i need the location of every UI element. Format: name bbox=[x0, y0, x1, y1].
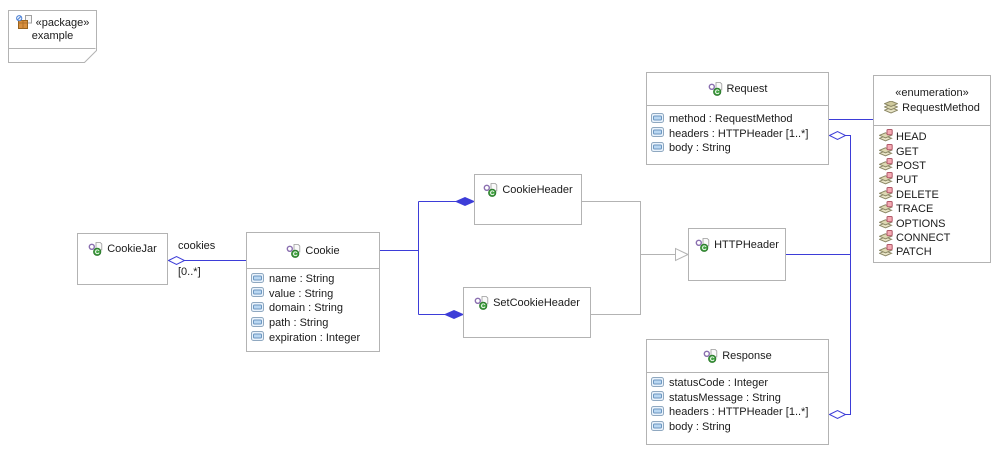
class-icon: C bbox=[286, 243, 301, 258]
attribute-icon bbox=[251, 301, 264, 315]
enumeration-icon bbox=[884, 101, 899, 114]
svg-text:C: C bbox=[710, 356, 715, 363]
class-icon: C bbox=[474, 296, 489, 310]
hollow-triangle-icon bbox=[675, 247, 690, 262]
enum-literal-icon bbox=[878, 129, 893, 145]
attribute-icon bbox=[651, 127, 664, 140]
attribute-row[interactable]: path : String bbox=[251, 316, 379, 331]
attribute-row[interactable]: method : RequestMethod bbox=[651, 112, 828, 127]
enum-literal-row[interactable]: CONNECT bbox=[878, 229, 990, 246]
class-name: Cookie bbox=[305, 244, 340, 257]
enum-literal-row[interactable]: DELETE bbox=[878, 186, 990, 203]
association-response-headers[interactable] bbox=[828, 254, 851, 420]
enumeration-name: RequestMethod bbox=[902, 101, 980, 114]
enum-literal-row[interactable]: HEAD bbox=[878, 129, 990, 145]
enum-literal-icon bbox=[878, 143, 893, 160]
attribute-icon bbox=[651, 112, 664, 126]
svg-text:C: C bbox=[481, 303, 486, 310]
class-name: HTTPHeader bbox=[714, 239, 779, 251]
class-icon: C bbox=[695, 238, 710, 252]
class-cookiejar[interactable]: C CookieJar bbox=[77, 233, 168, 285]
enumeration-requestmethod[interactable]: «enumeration» RequestMethod HEAD G bbox=[873, 75, 991, 263]
class-setcookieheader[interactable]: C SetCookieHeader bbox=[463, 287, 591, 338]
attribute-row[interactable]: body : String bbox=[651, 141, 828, 156]
svg-text:C: C bbox=[490, 190, 495, 197]
enum-literal-icon bbox=[878, 186, 893, 203]
class-name: CookieJar bbox=[107, 243, 157, 255]
class-httpheader[interactable]: C HTTPHeader bbox=[688, 228, 786, 281]
association-cookiejar-cookie[interactable] bbox=[167, 255, 247, 266]
enum-literal-row[interactable]: PUT bbox=[878, 172, 990, 188]
svg-text:C: C bbox=[293, 251, 298, 258]
attribute-row[interactable]: headers : HTTPHeader [1..*] bbox=[651, 405, 828, 420]
enum-literal-icon bbox=[878, 201, 893, 217]
enum-literal-row[interactable]: GET bbox=[878, 143, 990, 160]
filled-diamond-icon bbox=[443, 309, 465, 320]
class-icon: C bbox=[483, 183, 498, 197]
filled-diamond-icon bbox=[454, 196, 476, 207]
composition-cookie-setcookieheader[interactable] bbox=[418, 309, 465, 320]
class-cookie[interactable]: C Cookie name : String value : String do… bbox=[246, 232, 380, 352]
class-response[interactable]: C Response statusCode : Integer statusMe… bbox=[646, 339, 829, 445]
enum-literal-icon bbox=[878, 172, 893, 188]
package-icon bbox=[15, 14, 33, 32]
generalization-setcookieheader-httpheader[interactable] bbox=[591, 254, 641, 315]
attribute-icon bbox=[651, 376, 664, 390]
attribute-icon bbox=[251, 272, 264, 286]
attribute-row[interactable]: statusMessage : String bbox=[651, 391, 828, 406]
class-icon: C bbox=[708, 82, 723, 96]
attribute-row[interactable]: value : String bbox=[251, 287, 379, 302]
attribute-row[interactable]: expiration : Integer bbox=[251, 330, 379, 345]
association-request-headers[interactable] bbox=[828, 130, 851, 255]
attribute-icon bbox=[651, 405, 664, 419]
svg-text:C: C bbox=[702, 245, 707, 252]
package-example[interactable]: «package» example bbox=[8, 10, 97, 42]
enum-literal-icon bbox=[878, 229, 893, 246]
enum-literal-row[interactable]: PATCH bbox=[878, 244, 990, 260]
composition-cookie-cookieheader[interactable] bbox=[380, 196, 476, 315]
attribute-icon bbox=[251, 287, 264, 300]
enum-literal-icon bbox=[878, 215, 893, 232]
open-diamond-icon bbox=[167, 255, 186, 266]
package-stereotype: «package» bbox=[35, 17, 90, 29]
package-name: example bbox=[31, 30, 74, 42]
attribute-icon bbox=[251, 316, 264, 330]
enum-literal-row[interactable]: OPTIONS bbox=[878, 215, 990, 232]
open-diamond-icon bbox=[828, 130, 847, 141]
enum-literal-icon bbox=[878, 244, 893, 260]
attribute-row[interactable]: domain : String bbox=[251, 301, 379, 316]
class-icon: C bbox=[703, 349, 718, 363]
attribute-row[interactable]: statusCode : Integer bbox=[651, 376, 828, 391]
generalization-cookieheader-httpheader[interactable] bbox=[582, 201, 641, 255]
enumeration-stereotype: «enumeration» bbox=[895, 87, 969, 99]
class-cookieheader[interactable]: C CookieHeader bbox=[474, 174, 582, 225]
open-diamond-icon bbox=[828, 409, 847, 420]
attribute-icon bbox=[651, 141, 664, 155]
attribute-row[interactable]: body : String bbox=[651, 420, 828, 435]
association-role-label[interactable]: cookies bbox=[178, 240, 216, 252]
enum-literal-icon bbox=[878, 157, 893, 174]
svg-text:C: C bbox=[95, 249, 100, 256]
attribute-icon bbox=[651, 420, 664, 434]
association-multiplicity-label[interactable]: [0..*] bbox=[178, 266, 201, 278]
class-name: Request bbox=[726, 83, 768, 95]
generalization-arrow[interactable] bbox=[640, 247, 690, 262]
class-name: CookieHeader bbox=[502, 184, 573, 196]
attribute-icon bbox=[251, 331, 264, 344]
class-name: Response bbox=[722, 350, 772, 362]
class-icon: C bbox=[88, 242, 103, 256]
class-name: SetCookieHeader bbox=[493, 297, 580, 309]
attribute-row[interactable]: name : String bbox=[251, 272, 379, 287]
svg-text:C: C bbox=[714, 89, 719, 96]
enum-literal-row[interactable]: POST bbox=[878, 157, 990, 174]
attribute-icon bbox=[651, 391, 664, 404]
attribute-row[interactable]: headers : HTTPHeader [1..*] bbox=[651, 127, 828, 142]
class-request[interactable]: C Request method : RequestMethod headers… bbox=[646, 72, 829, 165]
enum-literal-row[interactable]: TRACE bbox=[878, 201, 990, 217]
